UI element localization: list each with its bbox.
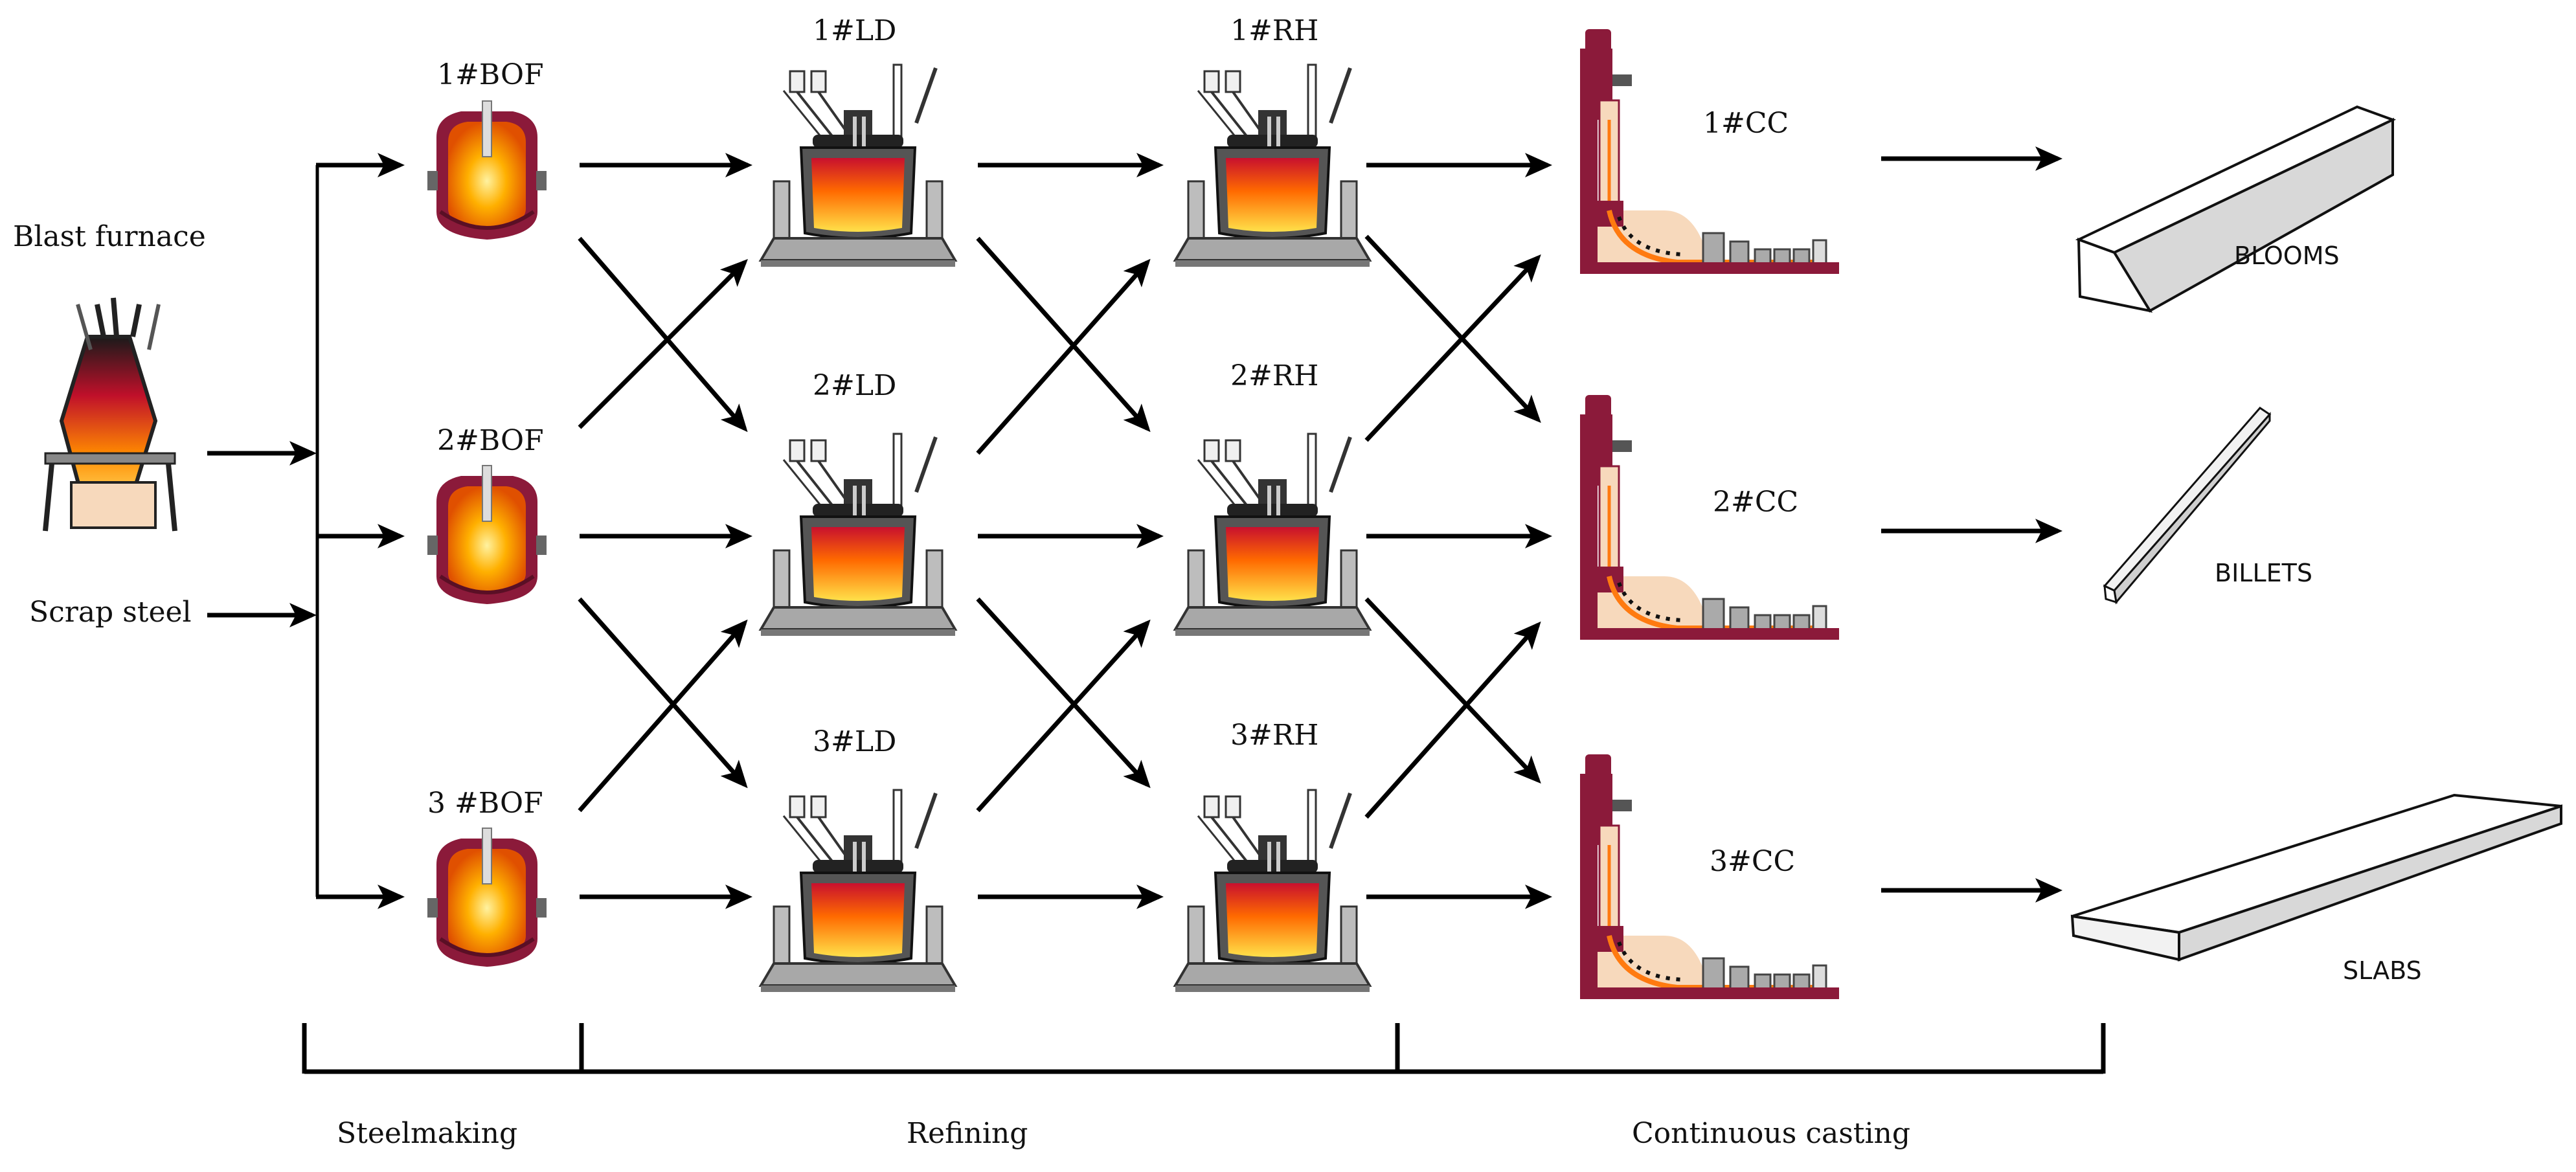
label-scrap-steel: Scrap steel bbox=[29, 596, 192, 629]
label-bof-2: 2#BOF bbox=[437, 424, 544, 457]
stage-bracket bbox=[302, 1023, 2106, 1074]
label-billets: BILLETS bbox=[2215, 559, 2312, 587]
rh-degasser-2-icon bbox=[1175, 434, 1370, 636]
arrow-rh2-cc1 bbox=[1364, 254, 1541, 442]
label-stage-continuous-casting: Continuous casting bbox=[1632, 1117, 1910, 1150]
rh-degasser-3-icon bbox=[1175, 790, 1370, 992]
slab-product-icon bbox=[2070, 793, 2562, 962]
bof-converter-1-icon bbox=[427, 101, 547, 240]
blast-furnace-icon bbox=[43, 297, 177, 532]
label-slabs: SLABS bbox=[2343, 956, 2422, 985]
arrow-ld3-rh2 bbox=[976, 619, 1151, 813]
bof-converter-2-icon bbox=[427, 466, 547, 604]
rh-degasser-1-icon bbox=[1175, 65, 1370, 267]
label-rh-1: 1#RH bbox=[1230, 14, 1318, 47]
label-stage-steelmaking: Steelmaking bbox=[337, 1117, 517, 1150]
arrow-ld2-rh3 bbox=[976, 597, 1151, 789]
label-bof-1: 1#BOF bbox=[437, 58, 544, 91]
arrow-bof2-ld1 bbox=[578, 259, 748, 429]
arrow-bof1-ld2 bbox=[578, 236, 748, 433]
label-rh-3: 3#RH bbox=[1230, 719, 1318, 752]
continuous-caster-1-icon bbox=[1580, 29, 1839, 274]
label-blast-furnace: Blast furnace bbox=[13, 220, 206, 253]
label-blooms: BLOOMS bbox=[2234, 242, 2340, 270]
label-cc-1: 1#CC bbox=[1703, 107, 1789, 140]
arrow-rh2-cc3 bbox=[1364, 597, 1541, 784]
bloom-product-icon bbox=[2075, 105, 2397, 313]
bof-converter-3-icon bbox=[427, 828, 547, 967]
arrow-bof3-ld2 bbox=[578, 619, 748, 813]
label-bof-3: 3 #BOF bbox=[427, 787, 543, 820]
arrow-rh3-cc2 bbox=[1364, 621, 1541, 819]
label-cc-2: 2#CC bbox=[1713, 486, 1798, 519]
label-ld-1: 1#LD bbox=[813, 14, 896, 47]
ld-ladle-1-icon bbox=[761, 65, 955, 267]
arrow-bof2-ld3 bbox=[578, 597, 748, 789]
arrow-ld2-rh1 bbox=[976, 258, 1151, 455]
label-ld-3: 3#LD bbox=[813, 725, 896, 758]
ld-ladle-2-icon bbox=[761, 434, 955, 636]
label-ld-2: 2#LD bbox=[813, 369, 896, 402]
continuous-caster-2-icon bbox=[1580, 395, 1839, 640]
billet-product-icon bbox=[2103, 407, 2272, 605]
label-cc-3: 3#CC bbox=[1710, 845, 1795, 878]
label-rh-2: 2#RH bbox=[1230, 359, 1318, 392]
arrow-rh1-cc2 bbox=[1364, 234, 1541, 423]
ld-ladle-3-icon bbox=[761, 790, 955, 992]
label-stage-refining: Refining bbox=[907, 1117, 1028, 1150]
arrow-ld1-rh2 bbox=[976, 236, 1151, 433]
